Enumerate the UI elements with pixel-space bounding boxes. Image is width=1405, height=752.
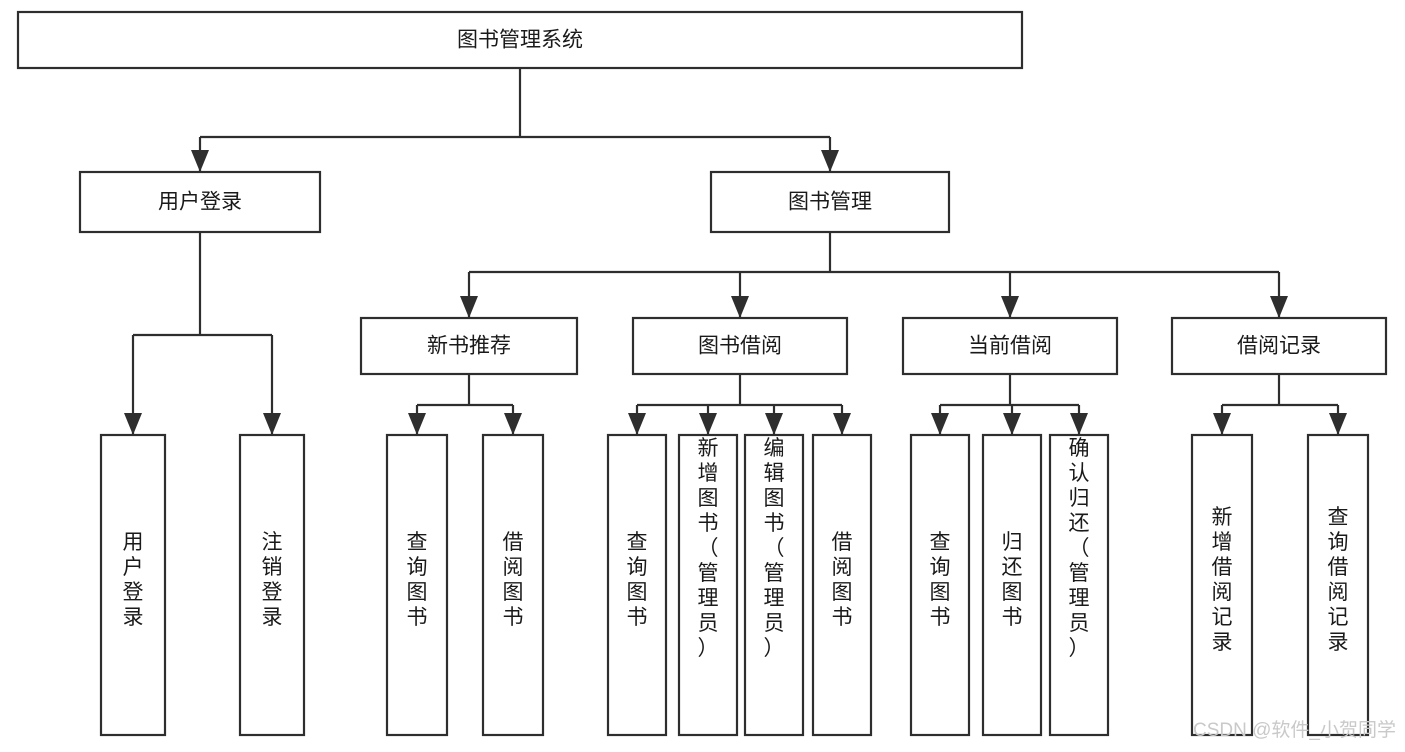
node-leaf-edit-book-admin[interactable]: 编辑图书（管理员） <box>743 433 805 737</box>
arrowhead-icon <box>408 413 426 435</box>
arrowhead-icon <box>699 413 717 435</box>
node-box <box>709 170 951 234</box>
arrowhead-icon <box>263 413 281 435</box>
node-undefined[interactable]: 图书管理系统 <box>16 10 1024 70</box>
node-book-manage[interactable]: 图书管理 <box>709 170 951 234</box>
node-current-borrow[interactable]: 当前借阅 <box>901 316 1119 376</box>
node-box <box>359 316 579 376</box>
node-box <box>238 433 306 737</box>
node-leaf-return-book[interactable]: 归还图书 <box>981 433 1043 737</box>
node-box <box>981 433 1043 737</box>
node-box <box>811 433 873 737</box>
node-label: 查询图书 <box>627 531 648 629</box>
node-box <box>481 433 545 737</box>
node-label: 用户登录 <box>158 191 242 214</box>
arrowhead-icon <box>1213 413 1231 435</box>
node-label: 注销登录 <box>262 531 283 629</box>
arrowhead-icon <box>731 296 749 318</box>
watermark-label: CSDN @软件_小贺同学 <box>1193 719 1396 741</box>
node-label: 用户登录 <box>123 531 144 629</box>
node-label: 借阅图书 <box>503 531 524 629</box>
node-box <box>631 316 849 376</box>
node-leaf-borrow-book-1[interactable]: 借阅图书 <box>481 433 545 737</box>
node-box <box>901 316 1119 376</box>
node-box <box>78 170 322 234</box>
arrowhead-icon <box>821 150 839 172</box>
node-label: 新增借阅记录 <box>1212 506 1233 654</box>
node-label: 借阅记录 <box>1237 335 1321 358</box>
node-label: 编辑图书（管理员） <box>764 437 785 660</box>
node-label: 确认归还（管理员） <box>1069 437 1090 660</box>
node-label: 归还图书 <box>1002 531 1023 629</box>
node-leaf-user-logout[interactable]: 注销登录 <box>238 433 306 737</box>
node-box <box>1190 433 1254 737</box>
arrowhead-icon <box>124 413 142 435</box>
node-label: 查询图书 <box>930 531 951 629</box>
node-leaf-query-book-3[interactable]: 查询图书 <box>909 433 971 737</box>
node-box <box>16 10 1024 70</box>
node-user-login[interactable]: 用户登录 <box>78 170 322 234</box>
arrowhead-icon <box>833 413 851 435</box>
node-book-borrow[interactable]: 图书借阅 <box>631 316 849 376</box>
node-box <box>385 433 449 737</box>
node-leaf-borrow-book-2[interactable]: 借阅图书 <box>811 433 873 737</box>
arrowhead-icon <box>628 413 646 435</box>
node-label: 查询借阅记录 <box>1328 506 1349 654</box>
node-label: 图书借阅 <box>698 335 782 358</box>
arrowhead-icon <box>931 413 949 435</box>
node-label: 借阅图书 <box>832 531 853 629</box>
node-label: 新书推荐 <box>427 335 511 358</box>
nodes-layer: 图书管理系统用户登录图书管理新书推荐图书借阅当前借阅借阅记录用户登录注销登录查询… <box>16 10 1388 737</box>
arrowhead-icon <box>191 150 209 172</box>
arrowhead-icon <box>765 413 783 435</box>
node-label: 查询图书 <box>407 531 428 629</box>
arrowhead-icon <box>1001 296 1019 318</box>
node-leaf-query-book-2[interactable]: 查询图书 <box>606 433 668 737</box>
arrowhead-icon <box>1329 413 1347 435</box>
node-label: 图书管理系统 <box>457 29 583 52</box>
node-box <box>743 433 805 737</box>
arrowhead-icon <box>1070 413 1088 435</box>
node-leaf-query-book-1[interactable]: 查询图书 <box>385 433 449 737</box>
node-box <box>1170 316 1388 376</box>
arrowhead-icon <box>460 296 478 318</box>
node-box <box>1306 433 1370 737</box>
edges-layer <box>124 68 1347 435</box>
arrowhead-icon <box>1270 296 1288 318</box>
node-leaf-add-borrow-record[interactable]: 新增借阅记录 <box>1190 433 1254 737</box>
node-box <box>677 433 739 737</box>
node-leaf-confirm-return-admin[interactable]: 确认归还（管理员） <box>1048 433 1110 737</box>
node-box <box>909 433 971 737</box>
node-borrow-record[interactable]: 借阅记录 <box>1170 316 1388 376</box>
arrowhead-icon <box>1003 413 1021 435</box>
node-box <box>1048 433 1110 737</box>
node-leaf-user-login[interactable]: 用户登录 <box>99 433 167 737</box>
node-leaf-add-book-admin[interactable]: 新增图书（管理员） <box>677 433 739 737</box>
node-leaf-query-borrow-record[interactable]: 查询借阅记录 <box>1306 433 1370 737</box>
arrowhead-icon <box>504 413 522 435</box>
node-label: 图书管理 <box>788 191 872 214</box>
node-box <box>606 433 668 737</box>
node-label: 新增图书（管理员） <box>698 437 719 660</box>
node-label: 当前借阅 <box>968 335 1052 358</box>
node-box <box>99 433 167 737</box>
node-new-book-recommend[interactable]: 新书推荐 <box>359 316 579 376</box>
